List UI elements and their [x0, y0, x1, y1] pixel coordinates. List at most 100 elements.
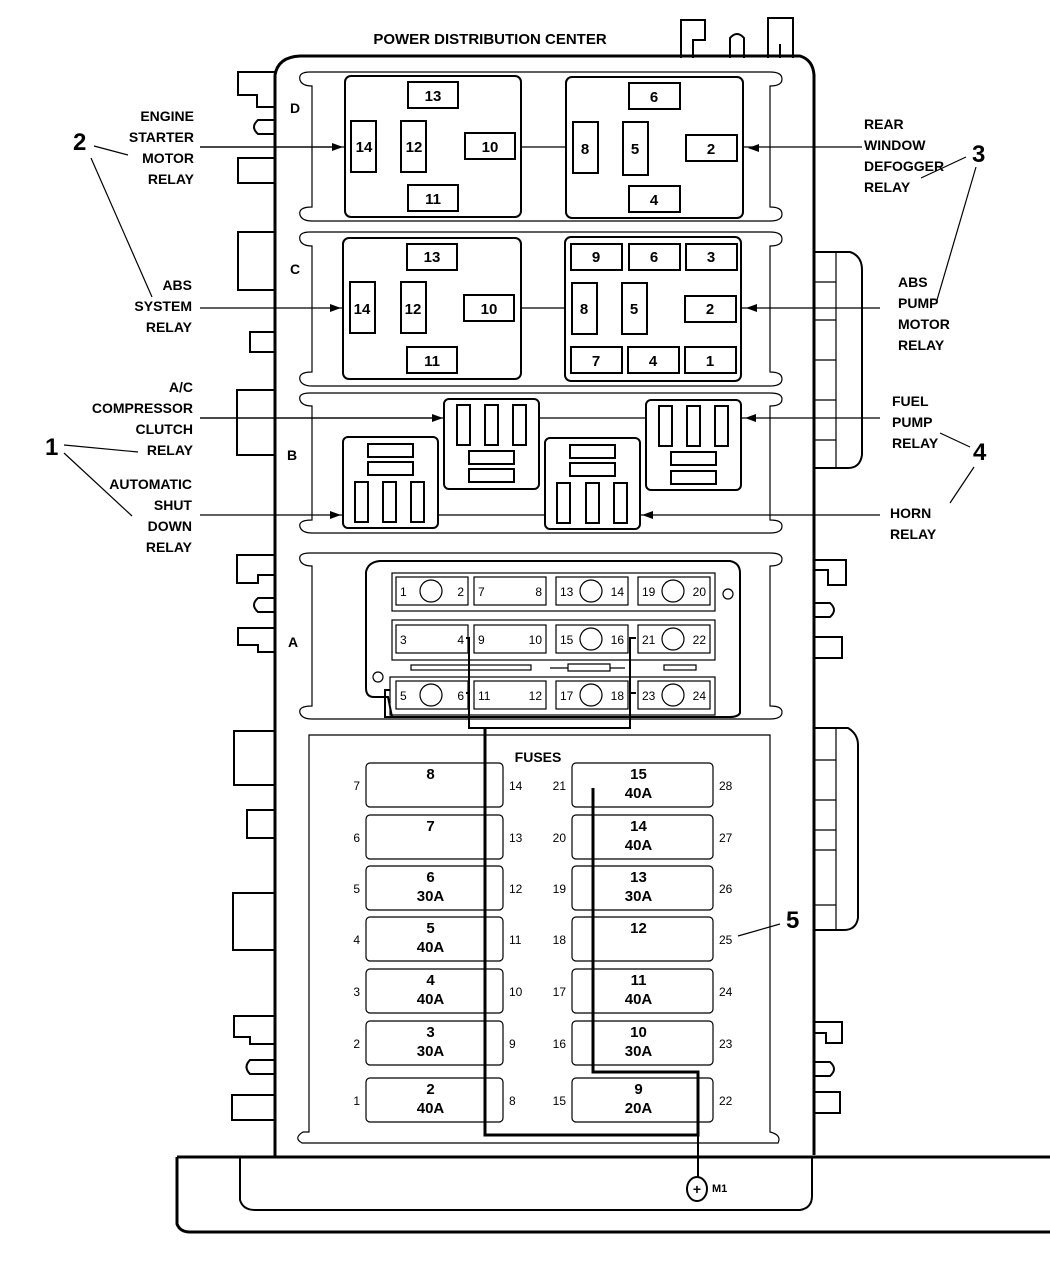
- fuse-pin-left: 7: [353, 779, 360, 793]
- fuse-pin-right: 9: [509, 1037, 516, 1051]
- svg-text:DEFOGGER: DEFOGGER: [864, 158, 944, 174]
- cavity-pin-left: 21: [642, 633, 656, 647]
- cavity-pin-left: 11: [478, 689, 491, 703]
- wiring: [384, 637, 700, 1178]
- fuse-number: 5: [426, 920, 434, 937]
- fuse-pin-left: 4: [353, 933, 360, 947]
- fuse-number: 13: [630, 869, 647, 886]
- relay-block-d-left: 13 14 12 10 11: [344, 75, 522, 218]
- diagram-title: POWER DISTRIBUTION CENTER: [373, 31, 607, 48]
- fuse-pin-left: 2: [353, 1037, 360, 1051]
- slot-number: 5: [630, 301, 638, 318]
- slot-number: 6: [650, 89, 658, 106]
- slot-number: 12: [406, 139, 423, 156]
- fuse-number: 6: [426, 869, 434, 886]
- housing-base: [175, 1155, 1050, 1234]
- slot-number: 9: [592, 249, 600, 266]
- fuse-pin-left: 21: [553, 779, 567, 793]
- section-label-c: C: [290, 261, 300, 277]
- fuse-pin-left: 15: [553, 1094, 567, 1108]
- relay-automatic-shut-down: [342, 436, 439, 529]
- top-mounting-tabs: [680, 17, 794, 58]
- svg-text:REAR: REAR: [864, 116, 904, 132]
- svg-text:A/C: A/C: [169, 379, 193, 395]
- fuse-pin-left: 1: [353, 1094, 360, 1108]
- fuse-pin-right: 23: [719, 1037, 733, 1051]
- fuse-rating: 30A: [417, 888, 445, 905]
- slot-number: 13: [425, 88, 442, 105]
- slot-number: 3: [707, 249, 715, 266]
- svg-text:ENGINE: ENGINE: [140, 108, 194, 124]
- cavity-pin-right: 12: [529, 689, 543, 703]
- relay-block-d-right: 6 8 5 2 4: [565, 76, 744, 219]
- fuse-pin-left: 16: [553, 1037, 567, 1051]
- cavity-pin-right: 22: [693, 633, 707, 647]
- label-fuel-pump-relay: FUEL PUMP RELAY: [892, 393, 939, 451]
- callout-number: 4: [973, 439, 987, 466]
- svg-text:MOTOR: MOTOR: [898, 316, 950, 332]
- fuse-cavity: 11 12: [473, 680, 547, 710]
- fuse-pin-right: 25: [719, 933, 733, 947]
- slot-number: 2: [706, 301, 714, 318]
- label-automatic-shut-down-relay: AUTOMATIC SHUT DOWN RELAY: [109, 476, 192, 555]
- svg-text:ABS: ABS: [898, 274, 928, 290]
- cavity-pin-right: 16: [611, 633, 625, 647]
- svg-text:RELAY: RELAY: [146, 539, 193, 555]
- svg-text:COMPRESSOR: COMPRESSOR: [92, 400, 193, 416]
- cavity-circle: [579, 683, 603, 707]
- cavity-circle: [661, 579, 685, 603]
- relay-horn: [544, 437, 641, 530]
- section-label-b: B: [287, 447, 297, 463]
- slot-number: 8: [580, 301, 588, 318]
- cavity-circle: [661, 683, 685, 707]
- cavity-pin-left: 3: [400, 633, 407, 647]
- fuse-pin-right: 8: [509, 1094, 516, 1108]
- housing-outline: [273, 54, 816, 1157]
- fuse-rating: 30A: [417, 1043, 445, 1060]
- svg-text:RELAY: RELAY: [148, 171, 195, 187]
- fuse-pin-left: 18: [553, 933, 567, 947]
- svg-text:CLUTCH: CLUTCH: [135, 421, 193, 437]
- fuse-pin-right: 10: [509, 985, 523, 999]
- cavity-circle: [419, 579, 443, 603]
- callout-number: 3: [972, 141, 985, 168]
- cavity-pin-left: 17: [560, 689, 574, 703]
- fuse-number: 14: [630, 818, 647, 835]
- label-rear-window-defogger-relay: REAR WINDOW DEFOGGER RELAY: [864, 116, 944, 195]
- cavity-pin-right: 10: [529, 633, 543, 647]
- fuse-pin-left: 19: [553, 882, 567, 896]
- section-label-a: A: [288, 634, 298, 650]
- callout-number: 1: [45, 434, 58, 461]
- slot-number: 2: [707, 141, 715, 158]
- slot-number: 10: [481, 301, 498, 318]
- relay-block-c-left: 13 14 12 10 11: [342, 237, 522, 380]
- section-frames: [297, 71, 783, 1144]
- relay-block-c-right: 9 6 3 8 5 2 7 4 1: [564, 236, 742, 382]
- svg-text:AUTOMATIC: AUTOMATIC: [109, 476, 192, 492]
- fuse-pin-right: 28: [719, 779, 733, 793]
- svg-text:SYSTEM: SYSTEM: [134, 298, 192, 314]
- fuse-pin-right: 13: [509, 831, 523, 845]
- slot-number: 5: [631, 141, 639, 158]
